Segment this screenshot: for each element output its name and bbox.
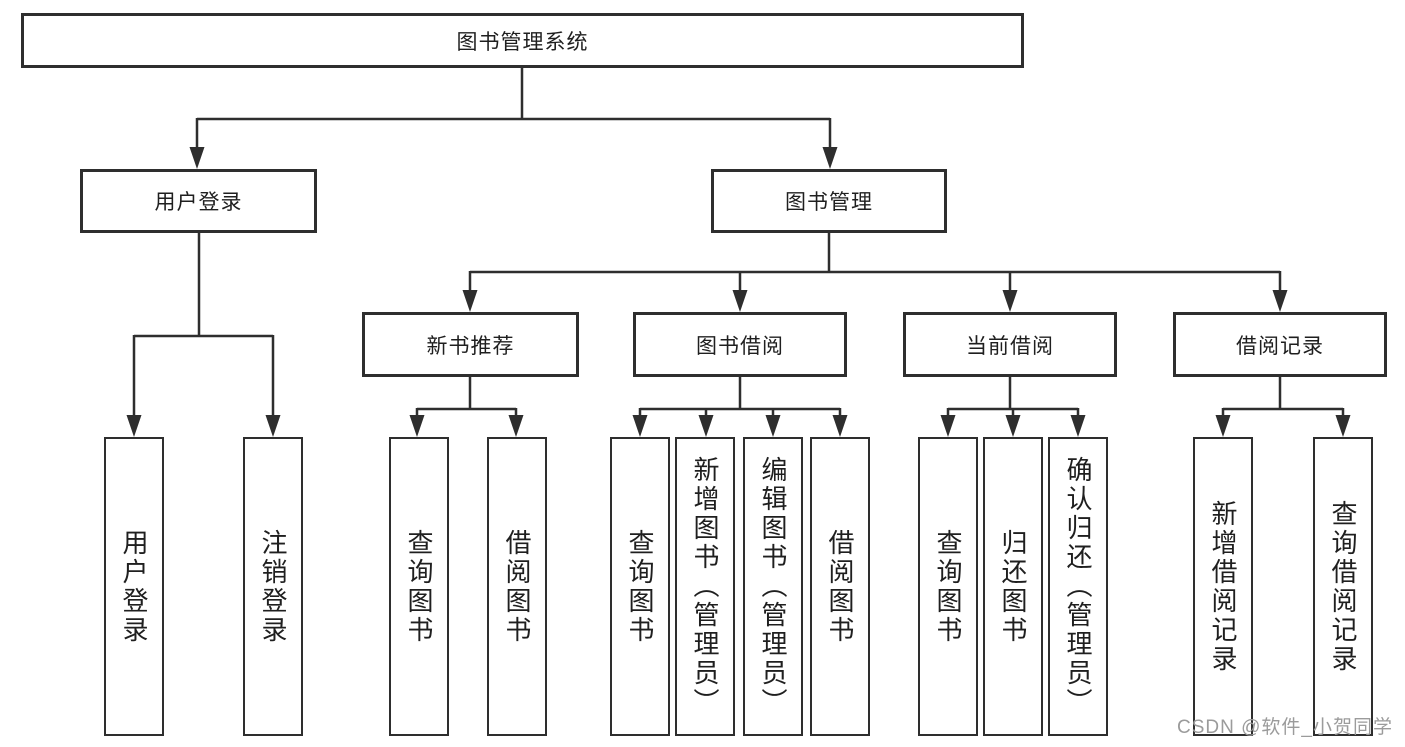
node-leaf-query-books-current: 查询图书 <box>918 437 978 736</box>
node-current-borrowing: 当前借阅 <box>903 312 1117 377</box>
node-leaf-return-books: 归还图书 <box>983 437 1043 736</box>
node-leaf-add-books-admin: 新增图书（管理员） <box>675 437 735 736</box>
node-book-borrowing: 图书借阅 <box>633 312 847 377</box>
node-book-management: 图书管理 <box>711 169 947 233</box>
node-label: 新书推荐 <box>426 334 515 358</box>
node-label: 借阅记录 <box>1236 334 1324 358</box>
node-leaf-edit-books-admin: 编辑图书（管理员） <box>743 437 803 736</box>
node-label: 确认归还（管理员） <box>1063 456 1093 717</box>
node-label: 图书管理系统 <box>456 30 589 54</box>
node-borrowing-records: 借阅记录 <box>1173 312 1387 377</box>
node-leaf-query-books-borrowing: 查询图书 <box>610 437 670 736</box>
node-new-book-recommend: 新书推荐 <box>362 312 579 377</box>
node-label: 图书借阅 <box>696 334 784 358</box>
node-label: 归还图书 <box>998 528 1028 645</box>
node-leaf-query-books-recommend: 查询图书 <box>389 437 449 736</box>
node-label: 查询图书 <box>625 528 655 645</box>
node-label: 借阅图书 <box>502 528 532 645</box>
node-leaf-logout: 注销登录 <box>243 437 303 736</box>
node-label: 图书管理 <box>785 191 873 214</box>
node-label: 新增借阅记录 <box>1208 499 1238 674</box>
node-label: 查询借阅记录 <box>1328 499 1358 674</box>
node-label: 注销登录 <box>258 528 288 645</box>
node-leaf-confirm-return-admin: 确认归还（管理员） <box>1048 437 1108 736</box>
node-label: 用户登录 <box>154 191 243 214</box>
node-label: 查询图书 <box>933 528 963 645</box>
connector-edge-lines <box>132 68 1345 419</box>
node-user-login: 用户登录 <box>80 169 317 233</box>
node-label: 借阅图书 <box>825 528 855 645</box>
node-leaf-user-login: 用户登录 <box>104 437 164 736</box>
node-leaf-add-borrow-record: 新增借阅记录 <box>1193 437 1253 736</box>
node-library-management-system: 图书管理系统 <box>21 13 1024 68</box>
node-leaf-borrow-books-recommend: 借阅图书 <box>487 437 547 736</box>
node-leaf-query-borrow-record: 查询借阅记录 <box>1313 437 1373 736</box>
connector-arrowheads <box>126 147 1351 437</box>
node-label: 新增图书（管理员） <box>690 456 720 717</box>
node-leaf-borrow-books: 借阅图书 <box>810 437 870 736</box>
node-label: 编辑图书（管理员） <box>758 456 788 717</box>
node-label: 当前借阅 <box>966 334 1054 358</box>
node-label: 用户登录 <box>119 528 149 645</box>
csdn-watermark: CSDN @软件_小贺同学 <box>1177 717 1393 738</box>
node-label: 查询图书 <box>404 528 434 645</box>
